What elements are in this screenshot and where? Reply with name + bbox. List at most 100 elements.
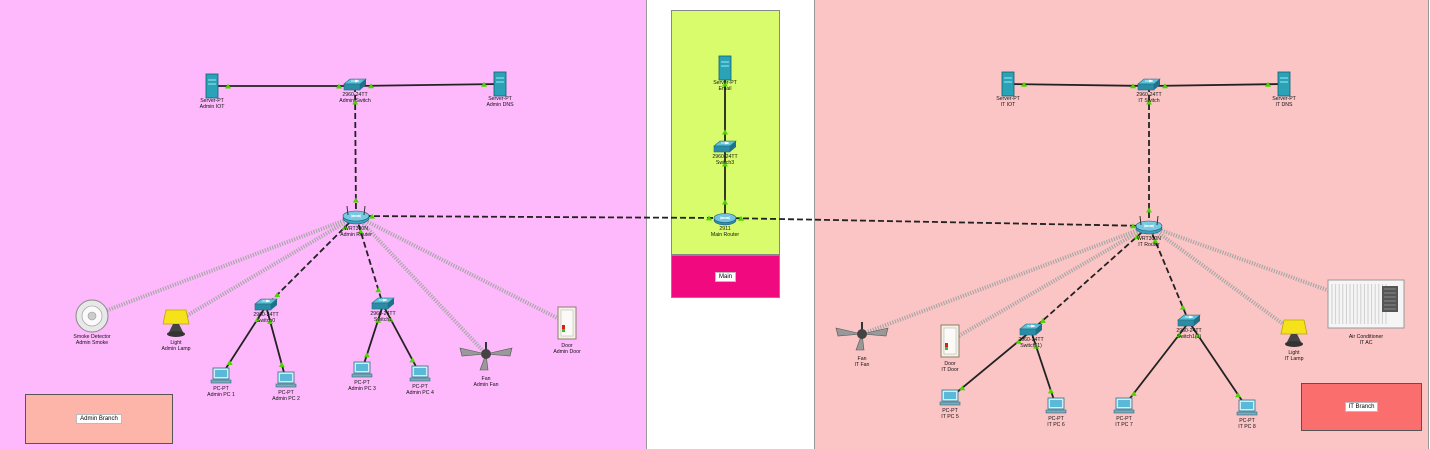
port-status-icon: [722, 161, 728, 167]
link-switch1-it-to-it-pc6[interactable]: [1030, 330, 1057, 407]
port-status-icon: [1130, 390, 1137, 396]
link-it-router-to-it-door[interactable]: [948, 224, 1151, 343]
device-name-label: Admin Door: [553, 349, 581, 355]
port-status-icon: [357, 228, 364, 234]
device-name-label: IT Lamp: [1285, 356, 1304, 362]
device-model-label: 2960-24TT: [712, 154, 738, 160]
link-it-switch-to-it-dns[interactable]: [1148, 83, 1285, 87]
port-status-icon: [1146, 207, 1152, 213]
ceiling-fan-icon: [459, 342, 513, 371]
pc-icon: [1113, 397, 1135, 414]
it-branch-label-box[interactable]: IT Branch: [1301, 383, 1422, 431]
port-status-icon: [1176, 332, 1183, 338]
device-model-label: 2960-24TT: [1136, 92, 1162, 98]
port-status-icon: [1146, 99, 1152, 105]
link-admin-router-to-admin-lamp[interactable]: [174, 214, 358, 324]
link-admin-switch-to-admin-router[interactable]: [354, 85, 357, 217]
link-admin-router-to-admin-fan[interactable]: [354, 214, 488, 356]
port-status-icon: [1179, 304, 1186, 310]
switch-icon: [713, 140, 737, 153]
server-icon: [1277, 71, 1291, 97]
link-admin-switch-to-admin-dns[interactable]: [354, 83, 501, 87]
admin-branch-label-box[interactable]: Admin Branch: [25, 394, 173, 444]
device-model-label: Server-PT: [713, 80, 737, 86]
link-it-router-to-it-ac[interactable]: [1148, 224, 1367, 306]
pc-icon: [210, 367, 232, 384]
link-switch1-to-admin-pc4[interactable]: [382, 304, 421, 375]
link-it-iot-to-it-switch[interactable]: [1007, 83, 1150, 87]
device-model-label: 2960-24TT: [1018, 337, 1044, 343]
device-name-label: Switch3: [716, 160, 734, 166]
port-status-icon: [336, 83, 342, 89]
pc-icon: [351, 361, 373, 378]
device-model-label: 2960-24TT: [342, 92, 368, 98]
port-status-icon: [225, 83, 231, 89]
device-model-label: WRT300N: [1137, 236, 1161, 242]
link-admin-router-to-main-router[interactable]: [355, 215, 726, 219]
link-admin-router-to-switch0[interactable]: [265, 215, 357, 307]
air-conditioner-icon: [1327, 279, 1405, 329]
link-switch1-to-admin-pc3[interactable]: [361, 304, 384, 371]
device-name-label: Admin Router: [340, 232, 372, 238]
device-name-label: Switch0: [257, 318, 275, 324]
device-name-label: IT PC 8: [1238, 424, 1256, 430]
admin-branch-area: [0, 0, 647, 449]
device-name-label: Admin Smoke: [76, 340, 108, 346]
port-status-icon: [254, 316, 261, 322]
link-admin-router-to-admin-door[interactable]: [355, 214, 568, 325]
switch-icon: [254, 298, 278, 311]
link-it-router-to-switch1-it[interactable]: [1030, 225, 1150, 332]
pc-icon: [1045, 397, 1067, 414]
link-switch0-to-admin-pc2[interactable]: [265, 305, 287, 381]
wireless-router-icon: [1135, 215, 1163, 235]
device-name-label: Switch1: [374, 317, 392, 323]
server-icon: [205, 73, 219, 99]
port-status-icon: [375, 317, 382, 323]
main-label-box[interactable]: Main: [671, 255, 780, 298]
device-name-label: IT PC 7: [1115, 422, 1133, 428]
link-admin-router-to-admin-smoke[interactable]: [91, 214, 357, 318]
switch-icon: [1019, 323, 1043, 336]
device-name-label: Admin PC 3: [348, 386, 376, 392]
device-model-label: Server-PT: [488, 96, 512, 102]
link-it-router-to-it-fan[interactable]: [861, 224, 1150, 336]
port-status-icon: [409, 357, 416, 363]
device-model-label: PC-PT: [213, 386, 229, 392]
port-status-icon: [274, 292, 281, 298]
link-main-router-to-it-router[interactable]: [724, 217, 1150, 227]
device-model-label: Server-PT: [1272, 96, 1296, 102]
door-icon: [557, 306, 577, 340]
port-status-icon: [368, 213, 375, 219]
